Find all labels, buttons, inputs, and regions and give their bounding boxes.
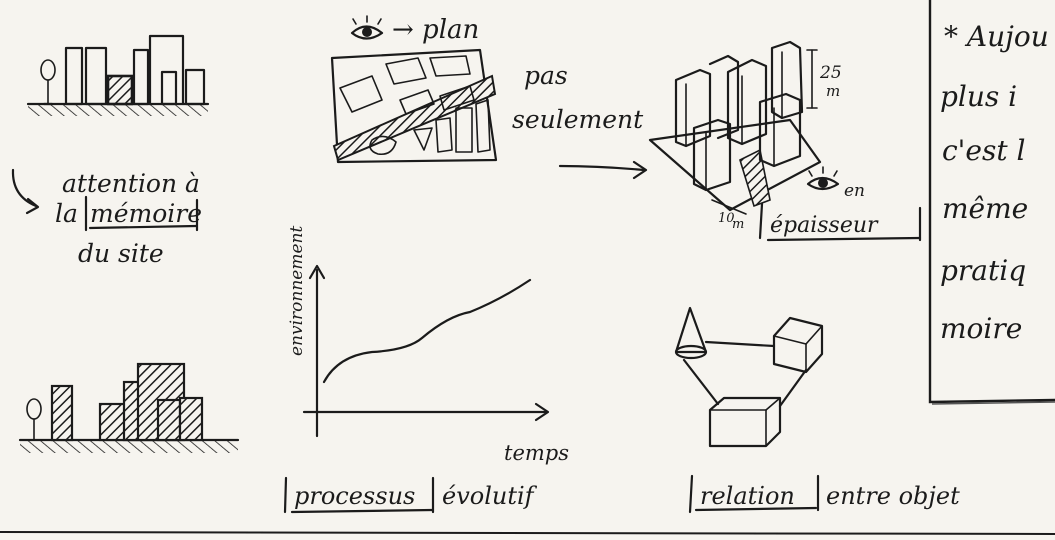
width-unit: m — [732, 217, 744, 232]
height-value: 25 — [819, 63, 842, 83]
evolution-graph — [302, 264, 550, 438]
pas-label: pas — [524, 61, 568, 90]
processus-label: processus — [294, 482, 415, 510]
memoire-word: mémoire — [90, 199, 202, 228]
skyline-bottom — [18, 362, 240, 453]
y-axis-label: environnement — [287, 226, 307, 356]
epaisseur-label: épaisseur — [770, 213, 879, 238]
x-axis-label: temps — [504, 441, 569, 465]
note-line-4: même — [942, 192, 1028, 225]
eye-icon — [350, 15, 384, 40]
entre-objets-label: entre objet — [826, 482, 960, 510]
eye-icon — [806, 166, 840, 191]
plan-label: → plan — [392, 15, 479, 45]
note-line-5: pratiq — [940, 254, 1026, 287]
note-line-1: * Aujou — [944, 20, 1049, 53]
arrow-to-3d — [558, 160, 648, 180]
en-label: en — [844, 181, 865, 201]
note-line-6: moire — [940, 312, 1022, 345]
width-value: 10 — [718, 211, 735, 226]
attention-la: la — [55, 199, 78, 228]
note-line-2: plus i — [940, 80, 1017, 113]
seulement-label: seulement — [512, 105, 644, 134]
plan-map — [330, 48, 498, 164]
page-edge — [0, 531, 1055, 535]
isometric-buildings — [648, 40, 822, 215]
skyline-top — [26, 34, 210, 116]
note-line-3: c'est l — [942, 134, 1025, 167]
note-box: * Aujou plus i c'est l même pratiq moire — [928, 0, 1055, 405]
memory-note: attention à la mémoire du site — [11, 168, 202, 268]
height-unit: m — [826, 82, 840, 100]
attention-line-3: du site — [78, 239, 164, 268]
evolutif-label: évolutif — [442, 482, 538, 510]
relation-diagram — [674, 306, 824, 448]
attention-line-1: attention à — [62, 169, 200, 198]
relation-label: relation — [700, 482, 795, 510]
